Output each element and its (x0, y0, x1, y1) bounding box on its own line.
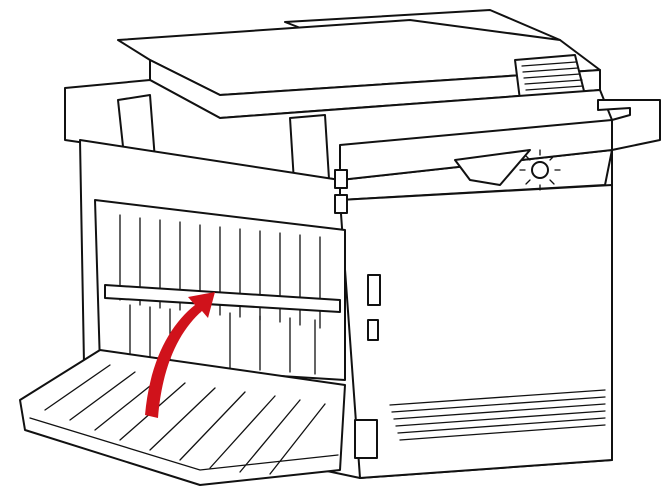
arrow-icon (145, 292, 215, 418)
sun-icon (519, 149, 561, 191)
document-feeder (117, 9, 601, 119)
fuser-area (94, 199, 346, 381)
